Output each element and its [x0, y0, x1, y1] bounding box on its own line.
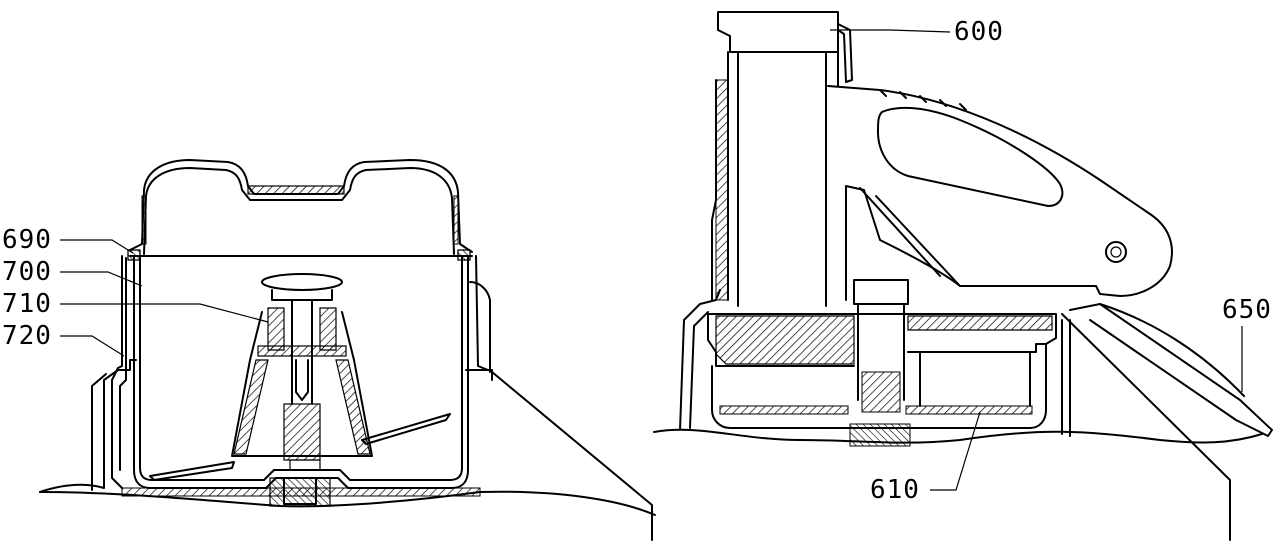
right-base-right-wall — [1061, 319, 1071, 437]
coupling-hatch — [269, 477, 331, 507]
discharge-chute-lip — [1099, 303, 1245, 397]
leader-610 — [930, 411, 981, 491]
lever-pivot-inner — [1110, 246, 1122, 258]
lower-disc-left — [719, 405, 849, 415]
upper-disc-right-hatch — [907, 315, 1053, 331]
feed-tube-outer — [711, 79, 717, 301]
feed-tube-rim — [717, 11, 839, 53]
spindle-flange — [257, 345, 347, 357]
seal-ring-left — [127, 249, 141, 261]
lever-diagonal-link — [859, 187, 961, 287]
lever-grip-cutout — [877, 106, 1064, 207]
label-700: 700 — [2, 257, 52, 287]
right-spindle-top — [853, 279, 909, 305]
left-base-right-slope — [491, 371, 653, 541]
spindle-nut — [289, 459, 321, 471]
outer-cup-left-inner — [119, 257, 127, 471]
label-600: 600 — [954, 17, 1004, 47]
blade-left — [149, 461, 235, 481]
lever-housing — [827, 85, 1173, 301]
reference-labels: 690 700 710 720 600 610 650 — [2, 17, 1272, 505]
left-base-right-housing — [465, 369, 493, 381]
spindle-shaft — [291, 299, 313, 405]
spindle-cap — [261, 273, 343, 291]
outer-cup-right — [475, 255, 489, 371]
lever-pivot-outer — [1105, 241, 1127, 263]
right-base-left-inner-wall — [689, 311, 709, 429]
label-690: 690 — [2, 225, 52, 255]
right-base-lower-curve — [653, 428, 1263, 444]
feed-tube-clip — [837, 23, 853, 83]
left-cross-section-view — [39, 159, 656, 541]
seal-ring-right — [457, 249, 471, 261]
leader-710 — [60, 303, 269, 323]
blade-right — [361, 413, 451, 445]
left-base-inner-wall — [91, 373, 107, 491]
lower-disc-column-lines — [919, 351, 1031, 407]
right-base-slope — [1061, 313, 1231, 541]
right-cross-section-view — [653, 11, 1273, 541]
lower-bowl-outline — [711, 343, 1047, 429]
right-spindle-body — [857, 303, 905, 401]
left-base-right-boss — [469, 281, 491, 373]
leader-600 — [830, 29, 951, 33]
spindle-core — [283, 403, 321, 461]
lid-inner — [143, 167, 455, 255]
right-base-left-wall — [679, 289, 721, 431]
spindle-collar — [267, 307, 337, 351]
label-710: 710 — [2, 289, 52, 319]
feed-tube-body — [727, 51, 839, 307]
label-720: 720 — [2, 321, 52, 351]
lower-disc-right — [905, 405, 1033, 415]
upper-disc-left-hatch — [715, 315, 855, 365]
outer-cup-left — [111, 255, 123, 489]
lid-top-recess — [247, 185, 345, 195]
coupling-block — [283, 477, 317, 505]
leader-700 — [60, 271, 143, 287]
spindle-cone — [233, 359, 371, 455]
right-coupling-hatch — [849, 423, 911, 447]
lever-top-ribs — [879, 89, 967, 111]
left-base-body — [39, 359, 137, 493]
lid-outer — [129, 159, 473, 253]
label-610: 610 — [870, 475, 920, 505]
leader-690 — [60, 239, 134, 254]
lid-wall-hatch — [141, 195, 459, 245]
leader-720 — [60, 335, 125, 357]
spindle-cap-neck — [271, 289, 333, 301]
right-spindle-core-hatch — [861, 371, 901, 413]
feed-tube-wall-hatch — [715, 79, 729, 301]
label-650: 650 — [1222, 295, 1272, 325]
